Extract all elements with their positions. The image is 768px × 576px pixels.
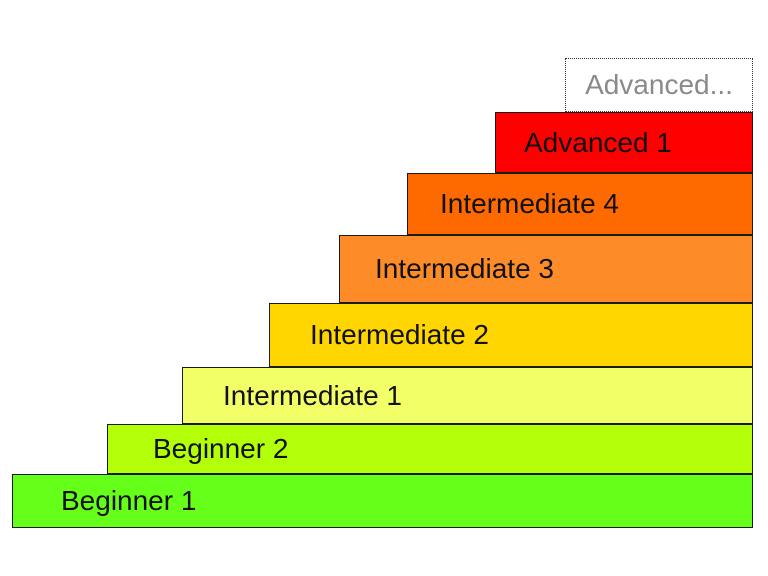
next-level-placeholder: Advanced... bbox=[565, 58, 753, 112]
step-label: Beginner 1 bbox=[61, 485, 197, 516]
step-label: Intermediate 3 bbox=[375, 253, 554, 284]
step-advanced-1: Advanced 1 bbox=[495, 112, 753, 173]
step-intermediate-4: Intermediate 4 bbox=[407, 173, 753, 235]
step-label: Beginner 2 bbox=[153, 433, 289, 464]
step-label: Intermediate 2 bbox=[310, 319, 489, 350]
step-intermediate-2: Intermediate 2 bbox=[269, 303, 753, 367]
step-label: Intermediate 1 bbox=[223, 379, 402, 411]
step-intermediate-1: Intermediate 1 bbox=[182, 367, 753, 424]
step-beginner-2: Beginner 2 bbox=[107, 424, 753, 474]
step-beginner-1: Beginner 1 bbox=[12, 474, 753, 528]
step-intermediate-3: Intermediate 3 bbox=[339, 235, 753, 303]
step-label: Advanced 1 bbox=[524, 126, 672, 158]
next-level-label: Advanced... bbox=[585, 69, 733, 100]
step-label: Intermediate 4 bbox=[440, 188, 619, 219]
